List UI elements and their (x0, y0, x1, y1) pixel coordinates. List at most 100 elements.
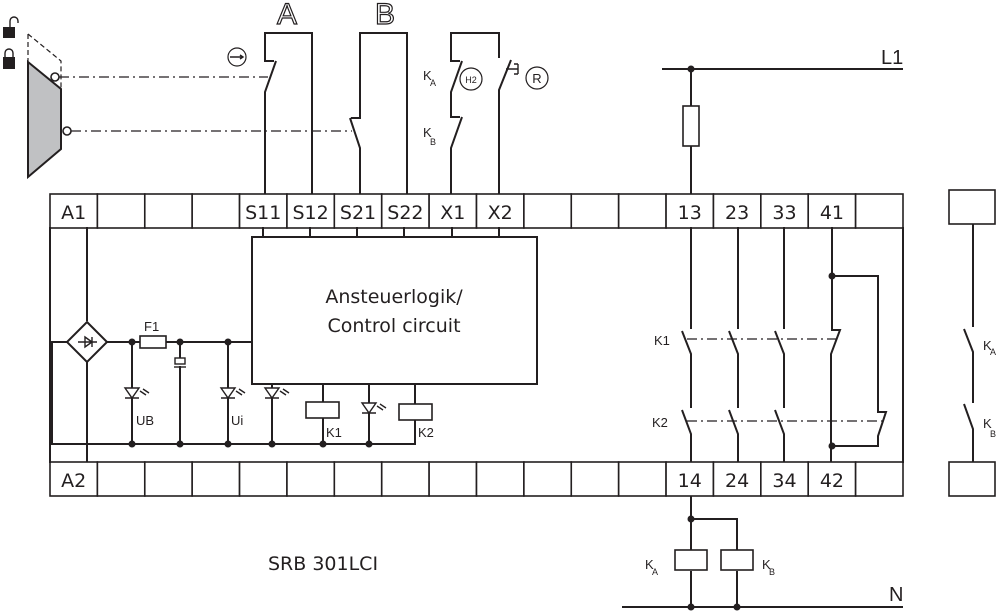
l1-rail: L1 (662, 47, 903, 196)
bottom-terminal (665, 461, 715, 497)
svg-text:H2: H2 (465, 75, 477, 85)
reset-button-icon (525, 66, 549, 90)
extension-contacts: K A K B (963, 224, 996, 462)
bottom-terminal (380, 461, 430, 497)
svg-text:K1: K1 (654, 333, 670, 348)
bottom-terminal (428, 461, 478, 497)
h2-lamp-icon (459, 67, 483, 91)
svg-text:R: R (532, 71, 541, 86)
contactor-coil-kb (720, 549, 754, 571)
svg-text:B: B (990, 429, 996, 439)
relay-led-icon (360, 402, 378, 415)
top-terminal (523, 193, 573, 229)
top-terminal-label: S22 (387, 202, 423, 224)
svg-text:K2: K2 (652, 415, 668, 430)
bottom-terminal (712, 461, 762, 497)
bottom-terminal-label: 24 (725, 470, 749, 492)
locked-padlock-icon (3, 48, 15, 69)
bottom-terminal (617, 461, 667, 497)
svg-text:UB: UB (136, 413, 154, 428)
model-label: SRB 301LCI (268, 553, 378, 575)
bottom-terminal-label: 14 (678, 470, 702, 492)
svg-text:A: A (990, 347, 996, 357)
output-contacts: K1 K2 (652, 227, 888, 462)
bottom-terminal-row: A2 14 24 34 42 (49, 461, 904, 497)
svg-text:N: N (889, 584, 903, 606)
status-led-icon (263, 387, 281, 400)
capacitor (174, 357, 186, 365)
bottom-terminal (807, 461, 857, 497)
bottom-terminal-label: 34 (772, 470, 796, 492)
bottom-terminal (854, 461, 904, 497)
control-circuit-block (251, 236, 538, 385)
top-terminal (428, 193, 478, 229)
svg-text:K: K (423, 68, 432, 83)
safety-switch-a: A (227, 0, 313, 196)
top-terminal-label: S12 (293, 202, 329, 224)
ub-led-icon (123, 387, 141, 400)
extension-terminal-top (948, 189, 996, 225)
top-terminal (191, 193, 241, 229)
external-contactor-coils: K A K B N (622, 496, 903, 611)
guard-door (27, 33, 72, 180)
top-terminal-label: 23 (725, 202, 749, 224)
feedback-loop: K A K B H2 R (423, 32, 549, 196)
top-terminal-label: 13 (678, 202, 702, 224)
svg-text:K2: K2 (418, 425, 434, 440)
bottom-terminal (523, 461, 573, 497)
top-terminal (380, 193, 430, 229)
bottom-terminal (333, 461, 383, 497)
bottom-terminal (760, 461, 810, 497)
svg-text:B: B (430, 137, 436, 147)
relay-coil-k2 (398, 403, 433, 421)
top-terminal-row: A1 S11 S12 S21 S22 X1 X2 13 23 33 41 (49, 193, 904, 229)
switch-b-label: B (375, 0, 395, 31)
bottom-terminal-label: 42 (820, 470, 844, 492)
top-terminal-label: 41 (820, 202, 844, 224)
top-terminal (854, 193, 904, 229)
switch-a-label: A (277, 0, 297, 31)
bottom-terminal (286, 461, 336, 497)
svg-text:L1: L1 (881, 47, 903, 69)
contactor-coil-ka (674, 549, 708, 571)
top-terminal (143, 193, 193, 229)
svg-text:Ui: Ui (231, 413, 243, 428)
control-block-line1: Ansteuerlogik/ (325, 286, 463, 308)
svg-text:A: A (652, 567, 658, 577)
top-terminal (96, 193, 146, 229)
bottom-terminal (570, 461, 620, 497)
top-terminal-label: A1 (61, 202, 86, 224)
svg-text:F1: F1 (144, 319, 159, 334)
bottom-terminal (143, 461, 193, 497)
svg-text:K: K (762, 557, 771, 572)
top-terminal (617, 193, 667, 229)
top-terminal (475, 193, 525, 229)
svg-text:K: K (983, 416, 992, 431)
control-block-line2: Control circuit (327, 315, 460, 337)
top-terminal-label: X2 (488, 202, 513, 224)
svg-text:K1: K1 (326, 425, 342, 440)
top-terminal (760, 193, 810, 229)
top-terminal (570, 193, 620, 229)
relay-coil-k1 (305, 401, 340, 419)
top-terminal-label: X1 (440, 202, 465, 224)
top-terminal-label: 33 (772, 202, 796, 224)
bottom-terminal-label: A2 (61, 470, 86, 492)
svg-text:K: K (983, 338, 992, 353)
svg-text:K: K (423, 125, 432, 140)
fuse-f1 (139, 335, 167, 349)
power-supply: F1 UB Ui K1 K2 (51, 227, 434, 462)
svg-text:K: K (645, 557, 654, 572)
bottom-terminal (49, 461, 99, 497)
svg-text:B: B (769, 567, 775, 577)
bottom-terminal (96, 461, 146, 497)
top-terminal (807, 193, 857, 229)
bottom-terminal (475, 461, 525, 497)
external-fuse (682, 105, 700, 147)
bottom-terminal (238, 461, 288, 497)
ui-led-icon (219, 387, 237, 400)
top-terminal-label: S21 (340, 202, 376, 224)
top-terminal-label: S11 (245, 202, 281, 224)
safety-switch-b: B (349, 0, 408, 196)
